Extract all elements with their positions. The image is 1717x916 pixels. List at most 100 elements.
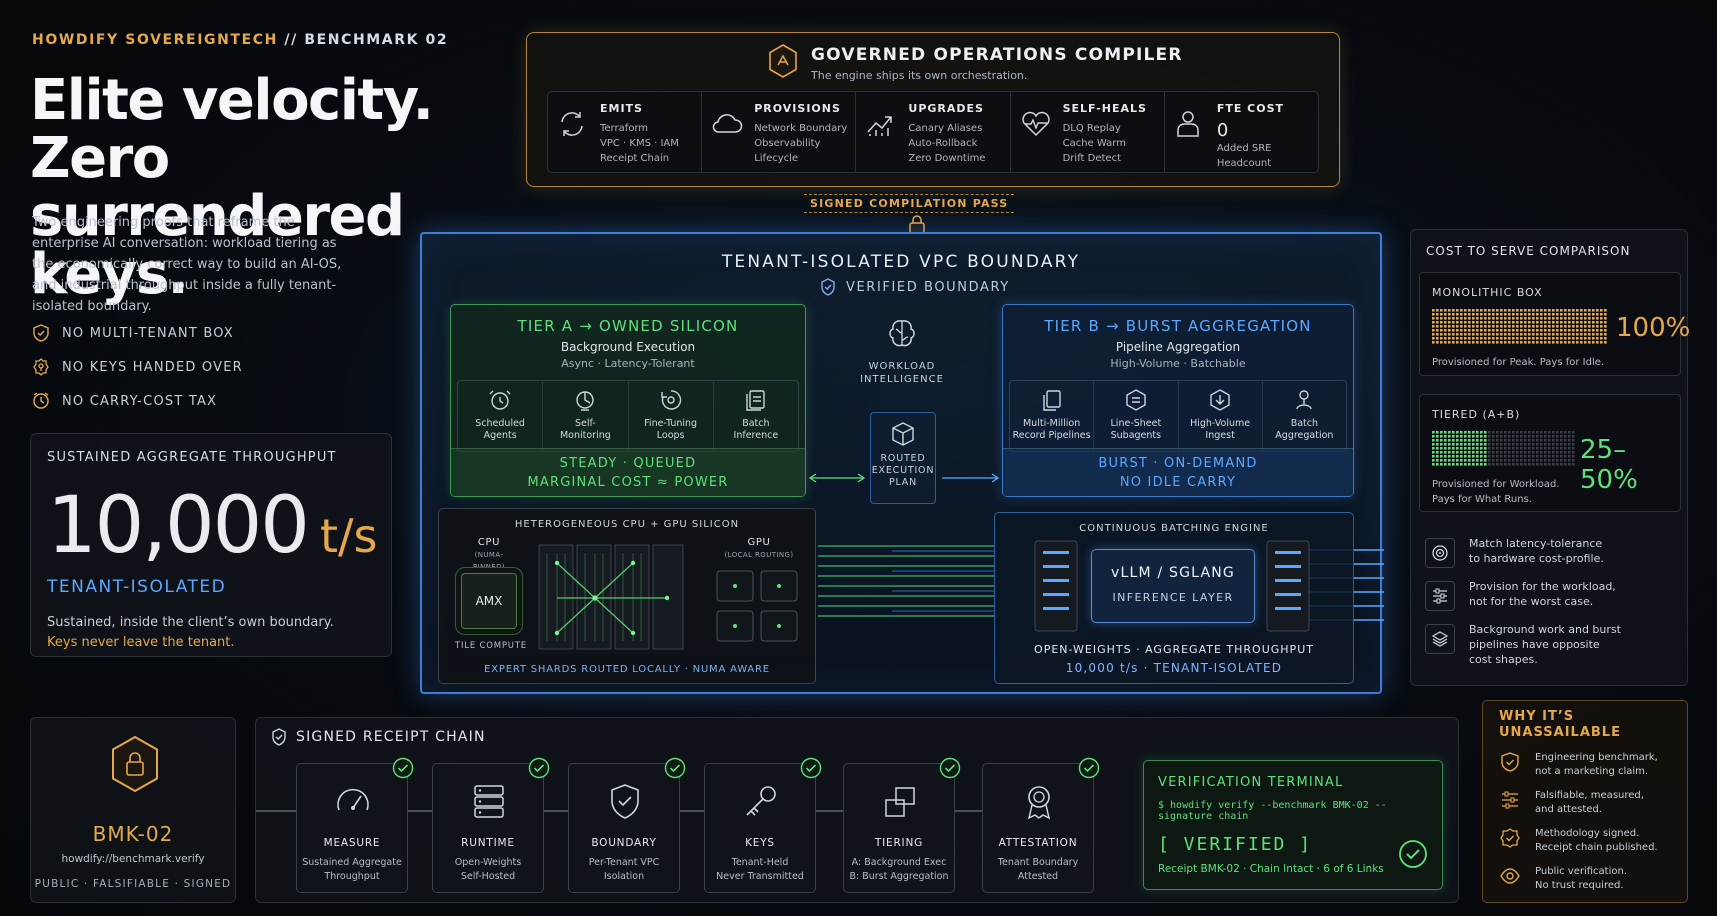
bar-dot xyxy=(1568,455,1571,458)
bar-dot xyxy=(1524,459,1527,462)
bar-dot xyxy=(1492,313,1495,316)
bar-dot xyxy=(1472,337,1475,340)
workload-label: Record Pipelines xyxy=(1012,430,1091,441)
brand-subtitle: BENCHMARK 02 xyxy=(304,32,449,48)
bar-dot xyxy=(1452,337,1455,340)
bar-dot xyxy=(1520,325,1523,328)
monolithic-bar xyxy=(1432,309,1607,344)
workload-label: Self- xyxy=(574,418,596,429)
bar-dot xyxy=(1512,447,1515,450)
bar-dot xyxy=(1468,325,1471,328)
bar-dot xyxy=(1456,451,1459,454)
bar-dot xyxy=(1488,431,1491,434)
bar-dot xyxy=(1600,333,1603,336)
bar-dot xyxy=(1548,321,1551,324)
bar-dot xyxy=(1444,309,1447,312)
bar-dot xyxy=(1560,455,1563,458)
bar-dot xyxy=(1560,313,1563,316)
bar-dot xyxy=(1488,439,1491,442)
bar-dot xyxy=(1456,459,1459,462)
bar-dot xyxy=(1456,341,1459,344)
bar-dot xyxy=(1544,329,1547,332)
bar-dot xyxy=(1484,321,1487,324)
bar-dot xyxy=(1536,451,1539,454)
bar-dot xyxy=(1500,337,1503,340)
benchmark-url[interactable]: howdify://benchmark.verify xyxy=(61,853,205,865)
link-desc: Never Transmitted xyxy=(716,871,804,882)
bar-dot xyxy=(1472,325,1475,328)
bar-dot xyxy=(1556,313,1559,316)
cell-line: Canary Aliases xyxy=(908,123,983,134)
cycle-icon xyxy=(561,112,583,136)
bar-dot xyxy=(1540,451,1543,454)
bar-dot xyxy=(1520,439,1523,442)
server-left-icon xyxy=(1034,540,1078,632)
bar-dot xyxy=(1432,321,1435,324)
monolithic-desc: Provisioned for Peak. Pays for Idle. xyxy=(1432,357,1605,368)
verification-terminal[interactable]: VERIFICATION TERMINAL $ howdify verify -… xyxy=(1143,760,1443,890)
bar-dot xyxy=(1432,463,1435,466)
bar-dot xyxy=(1572,329,1575,332)
link-title: KEYS xyxy=(745,837,775,849)
bar-dot xyxy=(1544,451,1547,454)
bar-dot xyxy=(1528,309,1531,312)
reason-line: to hardware cost-profile. xyxy=(1469,552,1604,565)
bar-dot xyxy=(1472,309,1475,312)
cell-line: Observability xyxy=(754,138,821,149)
bar-dot xyxy=(1560,337,1563,340)
bar-dot xyxy=(1476,459,1479,462)
bar-dot xyxy=(1516,317,1519,320)
bar-dot xyxy=(1516,321,1519,324)
throughput-label: SUSTAINED AGGREGATE THROUGHPUT xyxy=(47,450,337,465)
bar-dot xyxy=(1492,443,1495,446)
bar-dot xyxy=(1528,447,1531,450)
bar-dot xyxy=(1604,313,1607,316)
bar-dot xyxy=(1508,455,1511,458)
bar-dot xyxy=(1524,463,1527,466)
silicon-panel: HETEROGENEOUS CPU + GPU SILICON CPU(NUMA… xyxy=(438,508,816,684)
bar-dot xyxy=(1464,447,1467,450)
cell-line: Added SRE xyxy=(1216,143,1272,154)
bar-dot xyxy=(1564,337,1567,340)
bar-dot xyxy=(1524,439,1527,442)
tier-a-cost: MARGINAL COST ≈ POWER xyxy=(527,475,729,490)
sheet-icon xyxy=(1126,389,1146,411)
server-right-icon xyxy=(1266,540,1310,632)
throughput-figure: 10,000 t/s xyxy=(47,481,377,571)
bar-dot xyxy=(1564,309,1567,312)
bar-dot xyxy=(1460,435,1463,438)
bar-dot xyxy=(1436,455,1439,458)
tier-a-traits: Async · Latency-Tolerant xyxy=(561,357,695,370)
workload-label: Line-Sheet xyxy=(1110,418,1162,429)
bar-dot xyxy=(1440,459,1443,462)
bar-dot xyxy=(1520,443,1523,446)
bar-dot xyxy=(1600,329,1603,332)
bar-dot xyxy=(1556,321,1559,324)
bar-dot xyxy=(1456,431,1459,434)
tiered-label: TIERED (A+B) xyxy=(1432,408,1521,421)
bar-dot xyxy=(1468,435,1471,438)
bar-dot xyxy=(1560,463,1563,466)
bar-dot xyxy=(1548,439,1551,442)
link-desc: Tenant Boundary xyxy=(997,857,1079,868)
bar-dot xyxy=(1532,333,1535,336)
bar-dot xyxy=(1568,451,1571,454)
bar-dot xyxy=(1584,313,1587,316)
bar-dot xyxy=(1572,321,1575,324)
bar-dot xyxy=(1544,317,1547,320)
cube-icon xyxy=(892,422,914,446)
bar-dot xyxy=(1520,333,1523,336)
bar-dot xyxy=(1548,309,1551,312)
why-line: Public verification. xyxy=(1535,866,1627,877)
bar-dot xyxy=(1564,459,1567,462)
bar-dot xyxy=(1440,451,1443,454)
bar-dot xyxy=(1520,321,1523,324)
bar-dot xyxy=(1536,463,1539,466)
